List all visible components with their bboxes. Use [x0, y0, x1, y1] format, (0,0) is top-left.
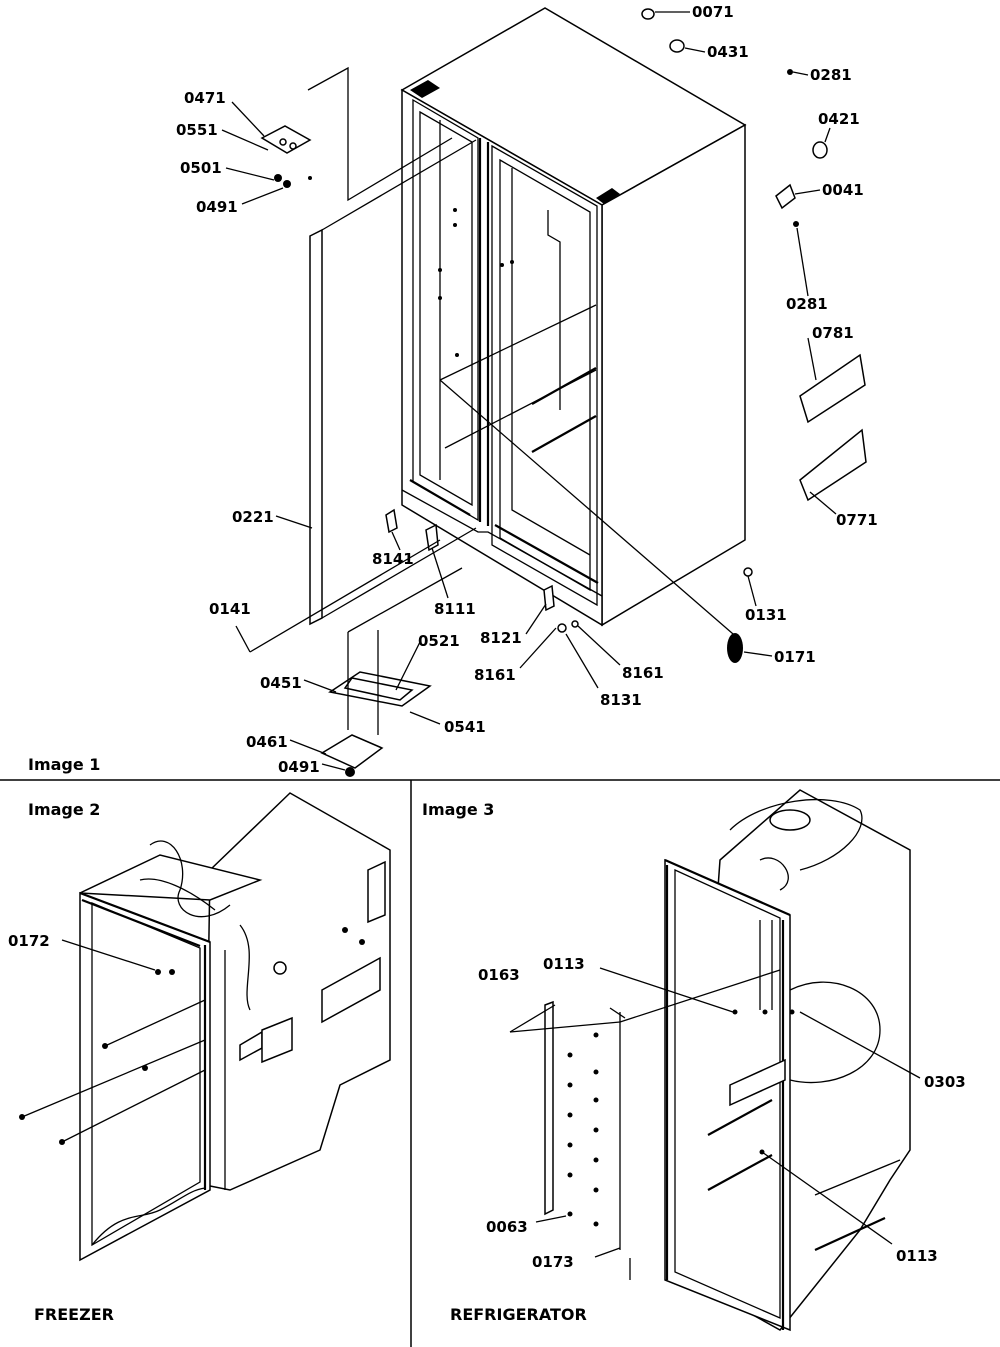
upper-hinge-assembly	[260, 125, 312, 188]
callout-0431: 0431	[707, 43, 749, 61]
callout-0521: 0521	[418, 632, 460, 650]
callout-0281-side: 0281	[786, 295, 828, 313]
panel-footer-freezer: FREEZER	[34, 1305, 114, 1324]
panel-caption-image-3: Image 3	[422, 800, 494, 819]
callout-8141: 8141	[372, 550, 414, 568]
callout-0131: 0131	[745, 606, 787, 624]
callout-0461: 0461	[246, 733, 288, 751]
callout-0221: 0221	[232, 508, 274, 526]
cabinet-exploded-view	[400, 7, 747, 641]
image2-leader-lines	[21, 939, 206, 1143]
callout-8161-right: 8161	[622, 664, 664, 682]
callout-0041: 0041	[822, 181, 864, 199]
panel-footer-refrigerator: REFRIGERATOR	[450, 1305, 587, 1324]
callout-8161-left: 8161	[474, 666, 516, 684]
callout-0541: 0541	[444, 718, 486, 736]
callout-0173: 0173	[532, 1253, 574, 1271]
callout-0141: 0141	[209, 600, 251, 618]
door-gasket-strip	[307, 66, 477, 626]
refrigerator-cabinet	[544, 789, 911, 1332]
lower-hinge-assembly	[235, 508, 579, 777]
callout-0771: 0771	[836, 511, 878, 529]
callout-0113-top: 0113	[543, 955, 585, 973]
callout-0491-bottom: 0491	[278, 758, 320, 776]
callout-0471: 0471	[184, 89, 226, 107]
side-parts	[641, 8, 867, 663]
callout-0163: 0163	[478, 966, 520, 984]
callout-0303: 0303	[924, 1073, 966, 1091]
callout-0071: 0071	[692, 3, 734, 21]
callout-0063: 0063	[486, 1218, 528, 1236]
callout-0451: 0451	[260, 674, 302, 692]
callout-8111: 8111	[434, 600, 476, 618]
image3-leader-lines	[509, 967, 921, 1280]
callout-0281-top: 0281	[810, 66, 852, 84]
callout-0113-bottom: 0113	[896, 1247, 938, 1265]
callout-0172: 0172	[8, 932, 50, 950]
freezer-cabinet	[19, 792, 391, 1262]
callout-0491-top: 0491	[196, 198, 238, 216]
callout-8131: 8131	[600, 691, 642, 709]
callout-0501: 0501	[180, 159, 222, 177]
callout-8121: 8121	[480, 629, 522, 647]
panel-caption-image-1: Image 1	[28, 755, 100, 774]
callout-0781: 0781	[812, 324, 854, 342]
callout-0551: 0551	[176, 121, 218, 139]
panel-caption-image-2: Image 2	[28, 800, 100, 819]
image1-leader-lines	[221, 11, 837, 771]
callout-0421: 0421	[818, 110, 860, 128]
callout-0171: 0171	[774, 648, 816, 666]
